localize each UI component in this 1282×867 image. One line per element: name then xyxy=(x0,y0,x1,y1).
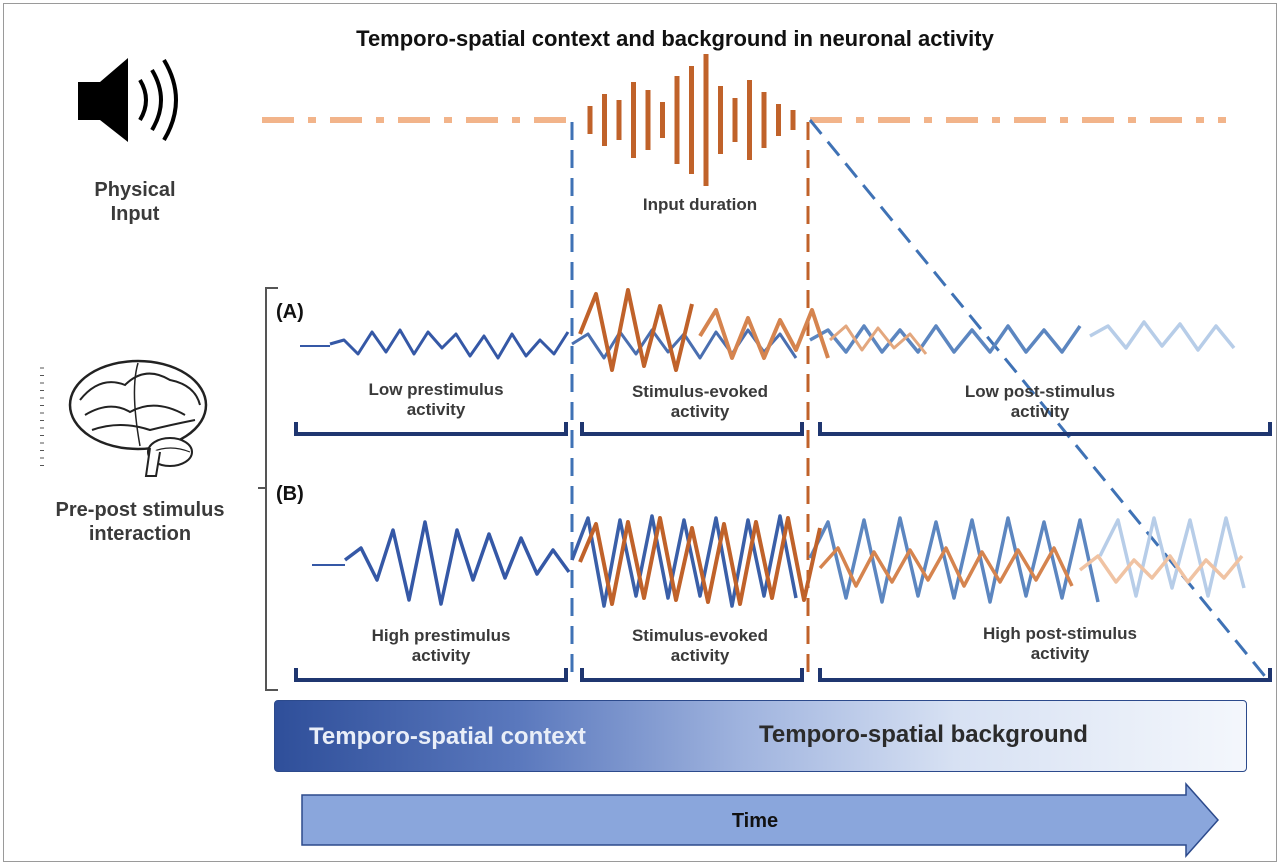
stimulus-evoked-label-b: Stimulus-evoked activity xyxy=(631,626,769,666)
panel-a-label: (A) xyxy=(276,301,304,323)
segment-brace xyxy=(818,668,1272,682)
panel-a-waves xyxy=(300,288,1236,372)
figure-title: Temporo-spatial context and background i… xyxy=(356,26,994,51)
context-label: Temporo-spatial context xyxy=(309,723,586,750)
low-prestimulus-label: Low prestimulus activity xyxy=(368,380,504,420)
wave-trace xyxy=(570,514,798,608)
expansion-line xyxy=(808,119,1270,681)
wave-trace xyxy=(808,516,1100,604)
wave-trace xyxy=(1098,516,1246,598)
panel-b-waves xyxy=(312,514,1246,608)
speaker-icon xyxy=(78,58,178,142)
wave-trace xyxy=(829,324,928,355)
stimulus-burst xyxy=(587,54,796,186)
wave-trace xyxy=(343,520,571,606)
wave-trace xyxy=(809,324,1082,354)
wave-trace xyxy=(578,288,694,372)
segment-brace xyxy=(580,668,804,682)
segment-brace xyxy=(818,422,1272,436)
input-duration-label: Input duration xyxy=(642,195,758,214)
low-poststimulus-label: Low post-stimulus activity xyxy=(964,382,1116,422)
segment-brace xyxy=(580,422,804,436)
high-prestimulus-label: High prestimulus activity xyxy=(371,626,511,666)
wave-trace xyxy=(329,328,570,360)
brain-icon xyxy=(39,359,208,477)
wave-trace xyxy=(698,308,830,360)
physical-input-label: Physical Input xyxy=(94,179,176,225)
high-poststimulus-label: High post-stimulus activity xyxy=(983,624,1137,664)
wave-trace xyxy=(578,516,822,606)
stimulus-evoked-label-a: Stimulus-evoked activity xyxy=(631,382,769,422)
pre-post-label: Pre-post stimulus interaction xyxy=(55,499,225,545)
time-label: Time xyxy=(731,810,779,832)
wave-trace xyxy=(1078,554,1244,584)
panel-b-label: (B) xyxy=(276,483,304,505)
context-background-bar: Temporo-spatial context Temporo-spatial … xyxy=(274,700,1247,772)
figure-frame xyxy=(3,3,1277,862)
segment-braces xyxy=(294,422,1272,682)
segment-brace xyxy=(294,422,568,436)
background-label: Temporo-spatial background xyxy=(759,721,1088,748)
wave-trace xyxy=(1089,320,1236,352)
time-arrow xyxy=(301,782,1220,858)
segment-brace xyxy=(294,668,568,682)
wave-trace xyxy=(818,546,1074,588)
